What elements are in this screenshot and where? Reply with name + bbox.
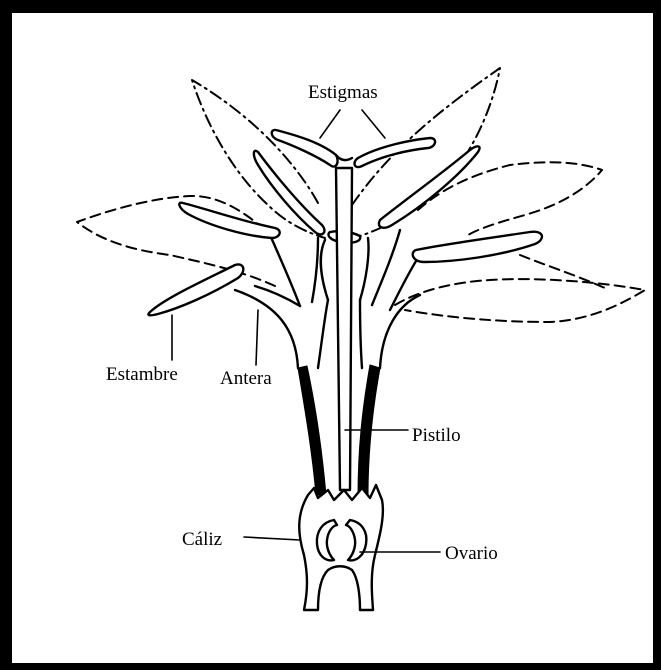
- calyx: [299, 485, 383, 610]
- anther-left: [179, 203, 279, 238]
- label-caliz: Cáliz: [182, 529, 222, 550]
- style: [336, 168, 352, 490]
- label-antera: Antera: [220, 368, 272, 389]
- leader-caliz: [244, 537, 300, 540]
- petals: [77, 68, 645, 322]
- leader-estigmas-right: [362, 110, 385, 138]
- petal-left: [77, 196, 275, 286]
- stigma-right: [355, 138, 436, 167]
- label-estambre: Estambre: [106, 364, 178, 385]
- filament-left: [298, 366, 326, 495]
- stamen-stalks: [235, 230, 420, 368]
- petal-right-lower: [395, 279, 645, 322]
- leader-antera: [256, 310, 258, 365]
- anther-far-left: [148, 264, 243, 315]
- leader-lines: [172, 110, 440, 552]
- anther-right: [413, 232, 542, 262]
- label-ovario: Ovario: [445, 543, 498, 564]
- calyx-outline: [299, 485, 383, 610]
- label-estigmas: Estigmas: [308, 82, 378, 103]
- leader-estigmas-left: [320, 110, 340, 138]
- anther-center-right: [379, 146, 480, 227]
- label-pistilo: Pistilo: [412, 425, 461, 446]
- stigma-left: [272, 130, 338, 167]
- labels: Estigmas Estambre Antera Pistilo Cáliz O…: [106, 82, 498, 564]
